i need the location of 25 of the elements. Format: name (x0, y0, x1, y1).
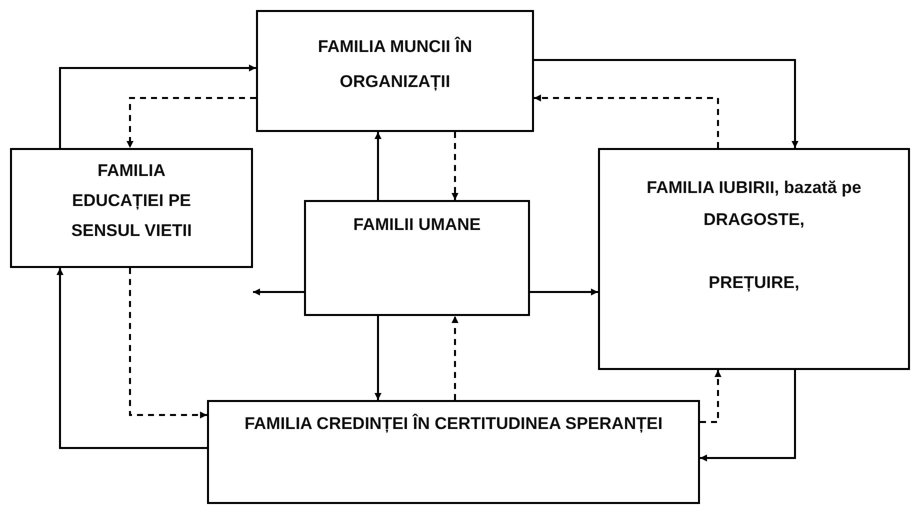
process-box (207, 400, 700, 504)
box-label: FAMILIA MUNCII ÎN ORGANIZAȚII (316, 36, 474, 93)
arrow (253, 288, 304, 296)
dashed-arrow (700, 370, 722, 423)
arrow (59, 64, 256, 148)
arrow (374, 132, 382, 200)
process-box (598, 148, 910, 370)
arrow (530, 288, 598, 296)
process-box (10, 148, 253, 268)
box-label: PREȚUIRE, (708, 272, 800, 294)
dashed-arrow (129, 268, 207, 418)
box-label: FAMILIA EDUCAȚIEI PE SENSUL VIETII (70, 160, 193, 242)
dashed-arrow (452, 132, 458, 200)
arrow (56, 268, 207, 449)
box-label: FAMILII UMANE (353, 214, 481, 236)
arrow (534, 59, 798, 148)
process-box (304, 200, 530, 316)
dashed-arrow (534, 94, 719, 148)
dashed-arrow (126, 97, 256, 148)
dashed-arrow (452, 316, 458, 400)
arrow (700, 370, 796, 462)
box-label: FAMILIA CREDINȚEI ÎN CERTITUDINEA SPERANȚEI (244, 412, 663, 435)
arrow (374, 316, 382, 400)
box-label: FAMILIA IUBIRII, bazată pe DRAGOSTE, (646, 177, 862, 232)
process-box (256, 10, 534, 132)
